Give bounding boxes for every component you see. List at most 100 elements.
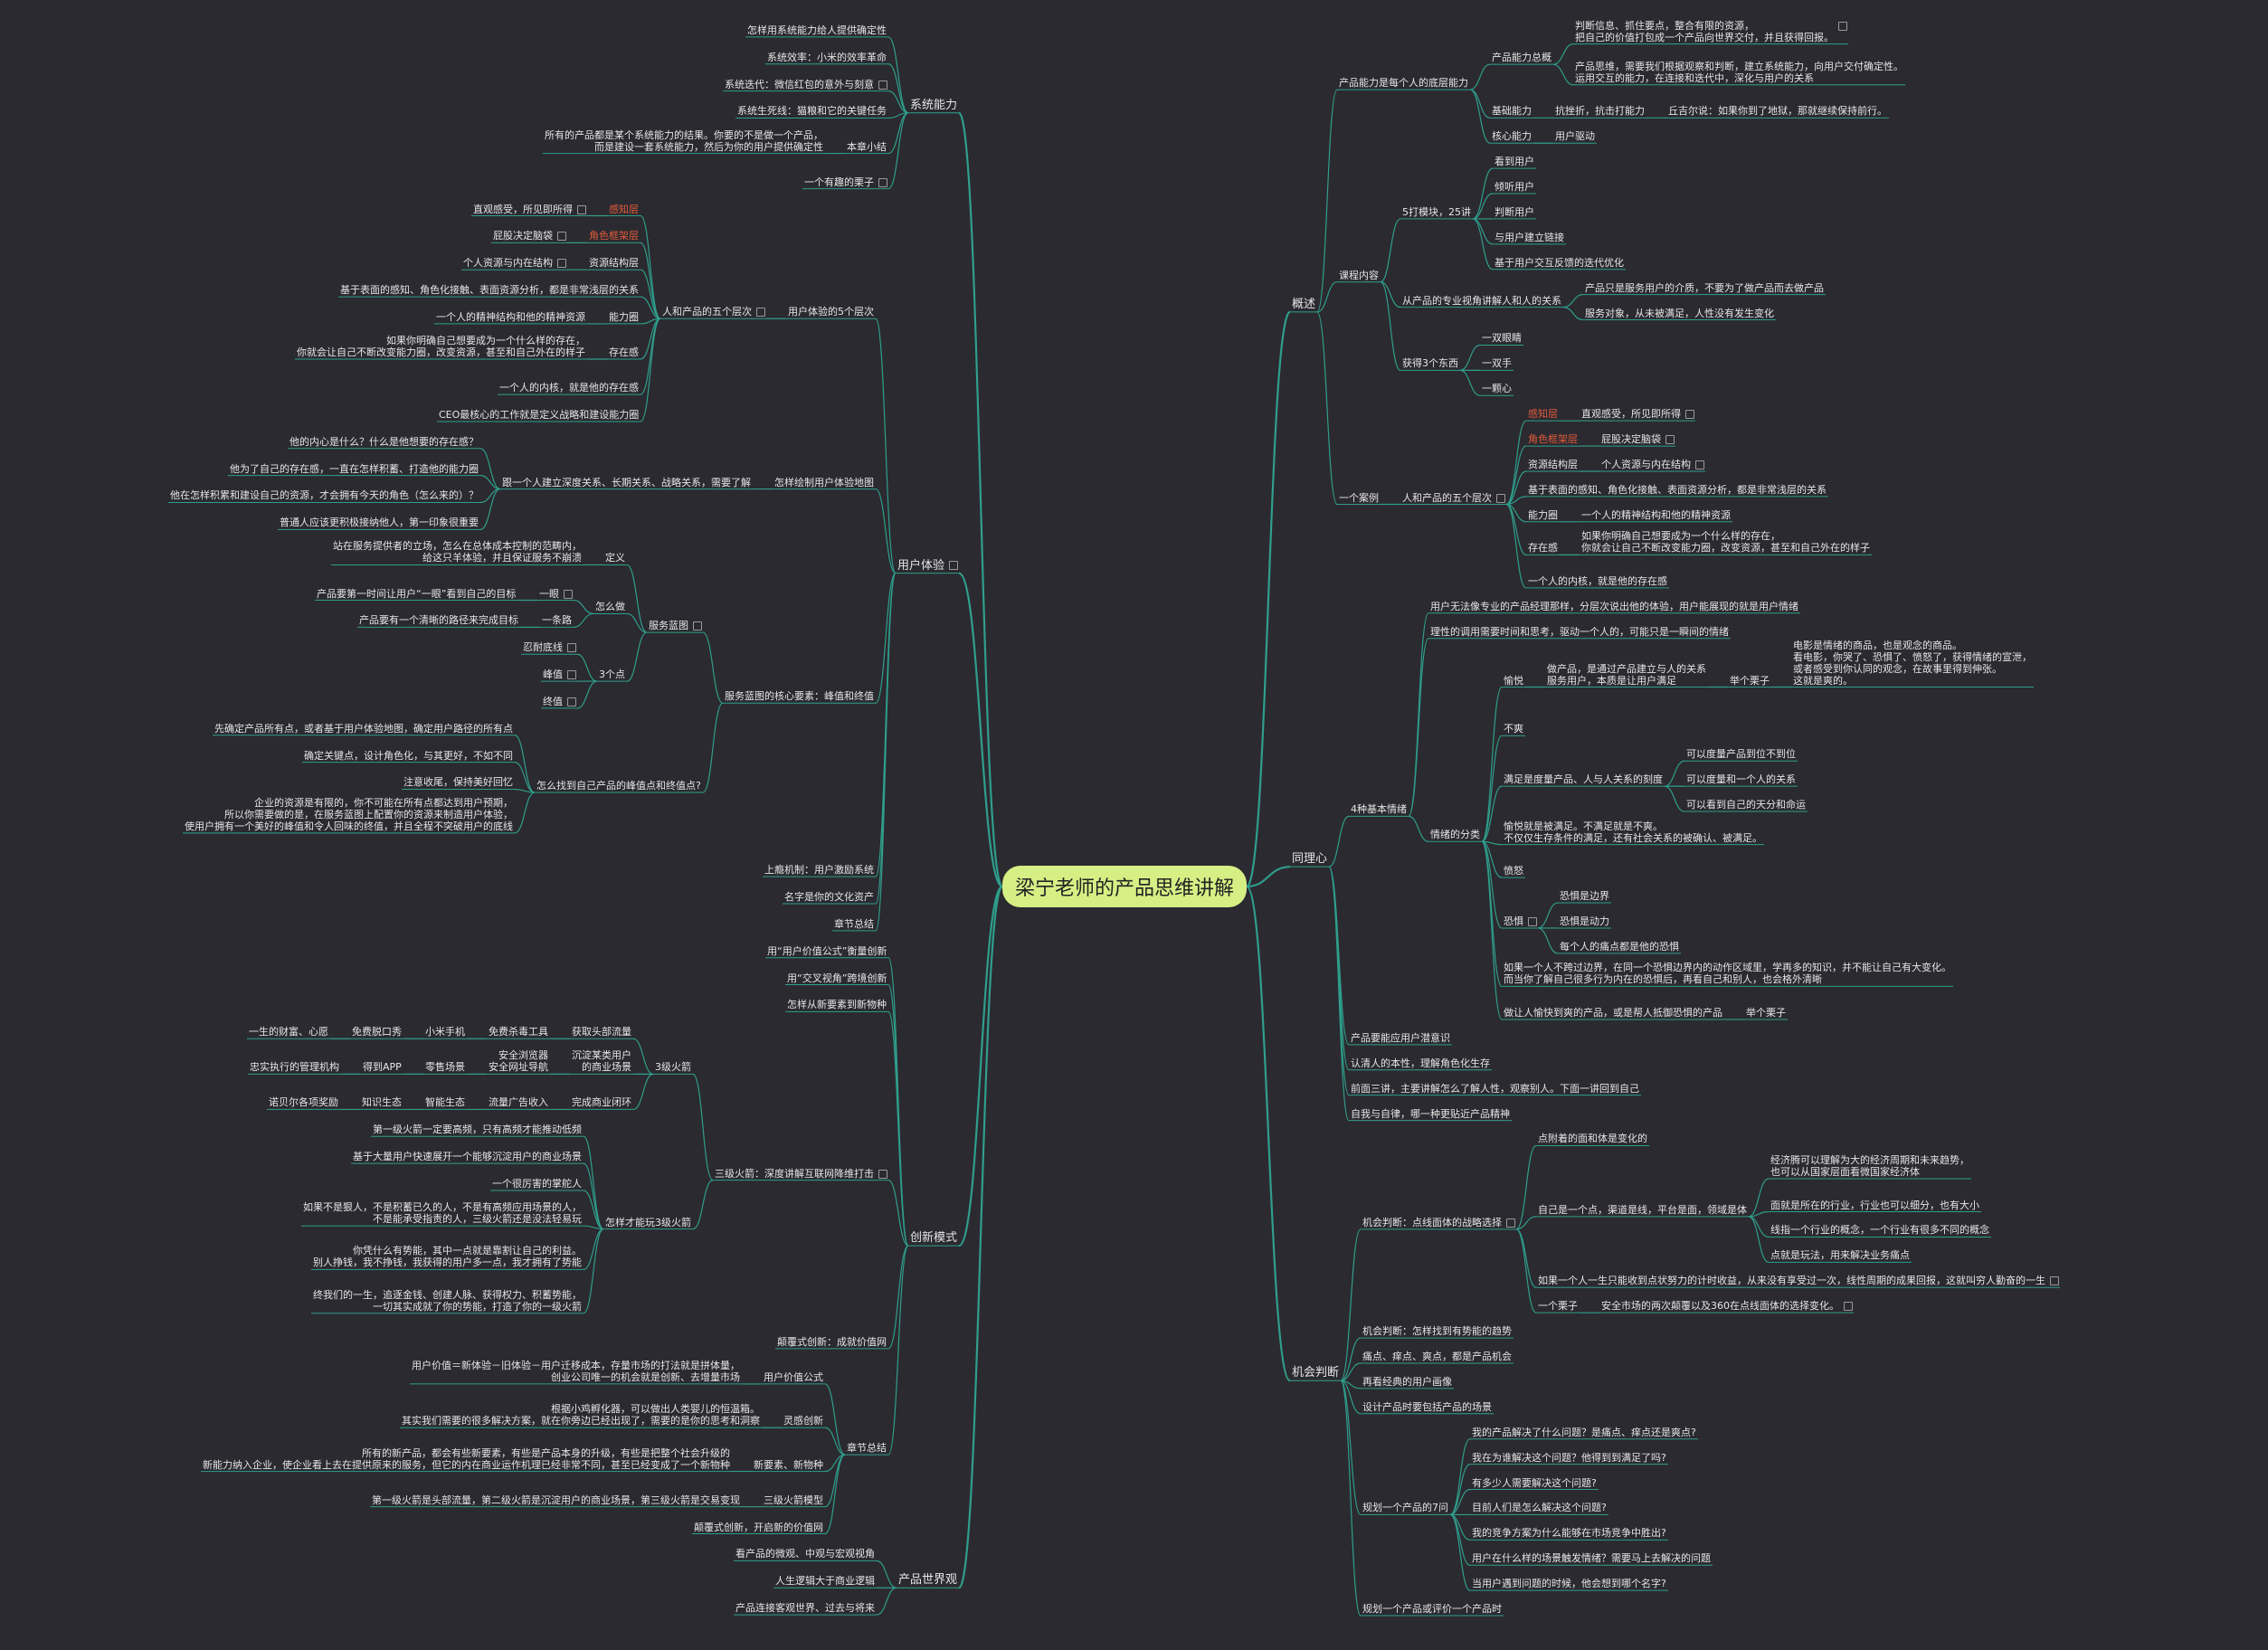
topic-node[interactable]: 资源结构层 — [1528, 458, 1578, 470]
topic-node[interactable]: 基于表面的感知、角色化接触、表面资源分析，都是非常浅层的关系 — [340, 284, 639, 297]
topic-node[interactable]: 用户体验 — [897, 558, 945, 573]
topic-node[interactable]: 三级火箭：深度讲解互联网降维打击 — [715, 1167, 874, 1180]
topic-node[interactable]: 用户驱动 — [1555, 130, 1595, 143]
topic-node[interactable]: 直观感受，所见即所得 — [473, 203, 573, 215]
topic-node[interactable]: 跟一个人建立深度关系、长期关系、战略关系，需要了解 — [502, 476, 751, 488]
topic-node[interactable]: 第一级火箭是头部流量，第二级火箭是沉淀用户的商业场景，第三级火箭是交易变现 — [372, 1494, 740, 1506]
topic-node[interactable]: 一个案例 — [1339, 491, 1379, 504]
topic-node[interactable]: 系统能力 — [910, 98, 958, 112]
topic-node[interactable]: 站在服务提供者的立场，怎么在总体成本控制的范畴内， 给这只羊体验，并且保证服务不… — [333, 540, 582, 564]
topic-node[interactable]: 怎样才能玩3级火箭 — [605, 1216, 691, 1228]
note-icon[interactable] — [567, 643, 576, 653]
topic-node[interactable]: 服务蓝图的核心要素：峰值和终值 — [725, 690, 874, 703]
note-icon[interactable] — [1528, 916, 1537, 926]
topic-node[interactable]: 流量广告收入 — [489, 1096, 548, 1109]
topic-node[interactable]: 痛点、痒点、爽点，都是产品机会 — [1362, 1350, 1512, 1362]
topic-node[interactable]: 终我们的一生，追逐金钱、创建人脉、获得权力、积蓄势能， 一切其实成就了你的势能，… — [313, 1288, 582, 1313]
topic-node[interactable]: 举个栗子 — [1730, 674, 1770, 687]
topic-node[interactable]: 再看经典的用户画像 — [1362, 1375, 1452, 1388]
topic-node[interactable]: 所有的产品都是某个系统能力的结果。你要的不是做一个产品， 而是建设一套系统能力，… — [545, 128, 823, 153]
topic-node[interactable]: 根据小鸡孵化器，可以做出人类婴儿的恒温箱。 其实我们需要的很多解决方案，就在你旁… — [402, 1403, 760, 1427]
topic-node[interactable]: 一个栗子 — [1538, 1300, 1578, 1313]
topic-node[interactable]: 一条路 — [542, 614, 572, 627]
topic-node[interactable]: 灵感创新 — [783, 1415, 823, 1427]
topic-node[interactable]: 免费脱口秀 — [352, 1026, 402, 1038]
note-icon[interactable] — [1496, 493, 1505, 503]
topic-node[interactable]: 创新模式 — [910, 1231, 958, 1246]
note-icon[interactable] — [564, 589, 573, 599]
topic-node[interactable]: 先确定产品所有点，或者基于用户体验地图，确定用户路径的所有点 — [214, 722, 513, 735]
topic-node[interactable]: 确定关键点，设计角色化，与其更好，不如不同 — [304, 749, 513, 762]
topic-node[interactable]: 产品要第一时间让用户“一眼”看到自己的目标 — [317, 587, 517, 600]
topic-node[interactable]: 峰值 — [543, 669, 563, 681]
topic-node[interactable]: 线指一个行业的概念，一个行业有很多不同的概念 — [1770, 1224, 1989, 1237]
topic-node[interactable]: 做让人愉快到爽的产品，或是帮人抵御恐惧的产品 — [1504, 1006, 1722, 1019]
topic-node[interactable]: 恐惧是边界 — [1560, 890, 1609, 903]
topic-node[interactable]: 产品要能应用户潜意识 — [1351, 1031, 1450, 1044]
note-icon[interactable] — [1506, 1218, 1515, 1228]
topic-node[interactable]: 产品能力总概 — [1492, 52, 1552, 64]
topic-node[interactable]: 用户无法像专业的产品经理那样，分层次说出他的体验，用户能展现的就是用户情绪 — [1430, 600, 1798, 612]
topic-node[interactable]: 产品连接客观世界、过去与将来 — [735, 1602, 875, 1615]
topic-node[interactable]: 与用户建立链接 — [1495, 231, 1564, 243]
topic-node[interactable]: 前面三讲，主要讲解怎么了解人性，观察别人。下面一讲回到自己 — [1351, 1082, 1639, 1095]
topic-node[interactable]: 机会判断 — [1292, 1366, 1340, 1380]
topic-node[interactable]: 规划一个产品或评价一个产品时 — [1362, 1603, 1502, 1616]
topic-node[interactable]: 一生的财富、心愿 — [249, 1026, 328, 1038]
topic-node[interactable]: 一个人的精神结构和他的精神资源 — [1581, 508, 1731, 521]
topic-node[interactable]: 我的产品解决了什么问题？是痛点、痒点还是爽点? — [1472, 1426, 1696, 1438]
topic-node[interactable]: 获得3个东西 — [1402, 357, 1458, 370]
topic-node[interactable]: 点附着的面和体是变化的 — [1538, 1133, 1647, 1145]
topic-node[interactable]: 个人资源与内在结构 — [1601, 458, 1691, 470]
note-icon[interactable] — [756, 308, 765, 318]
topic-node[interactable]: 感知层 — [1528, 408, 1558, 421]
topic-node[interactable]: 可以度量和一个人的关系 — [1686, 773, 1796, 786]
topic-node[interactable]: 他在怎样积累和建设自己的资源，才会拥有今天的角色（怎么来的）？ — [170, 489, 479, 502]
topic-node[interactable]: 沉淀某类用户 的商业场景 — [572, 1049, 631, 1074]
topic-node[interactable]: 屁股决定脑袋 — [493, 230, 553, 242]
topic-node[interactable]: 产品要有一个清晰的路径来完成目标 — [359, 614, 518, 627]
topic-node[interactable]: CEO最核心的工作就是定义战略和建设能力圈 — [439, 408, 640, 421]
topic-node[interactable]: 得到APP — [363, 1061, 402, 1074]
topic-node[interactable]: 怎样用系统能力给人提供确定性 — [747, 24, 887, 36]
topic-node[interactable]: 恐惧是动力 — [1560, 915, 1609, 927]
topic-node[interactable]: 所有的新产品，都会有些新要素，有些是产品本身的升级，有些是把整个社会升级的 新能… — [203, 1446, 730, 1471]
topic-node[interactable]: 自我与自律，哪一种更贴近产品精神 — [1351, 1107, 1510, 1120]
topic-node[interactable]: 零售场景 — [425, 1061, 465, 1074]
topic-node[interactable]: 人和产品的五个层次 — [662, 306, 752, 318]
topic-node[interactable]: 小米手机 — [425, 1026, 465, 1038]
topic-node[interactable]: 资源结构层 — [589, 257, 639, 270]
topic-node[interactable]: 理性的调用需要时间和思考，驱动一个人的，可能只是一瞬间的情绪 — [1430, 625, 1729, 638]
topic-node[interactable]: 经济腾可以理解为大的经济周期和未来趋势， 也可以从国家层面看微国家经济体 — [1770, 1154, 1969, 1178]
topic-node[interactable]: 系统效率：小米的效率革命 — [767, 51, 887, 63]
topic-node[interactable]: 课程内容 — [1339, 269, 1379, 281]
note-icon[interactable] — [878, 177, 887, 187]
topic-node[interactable]: 你凭什么有势能，其中一点就是靠割让自己的利益。 别人挣钱，我不挣钱，我获得的用户… — [313, 1245, 582, 1269]
topic-node[interactable]: 直观感受，所见即所得 — [1581, 408, 1681, 421]
topic-node[interactable]: 章节总结 — [834, 917, 874, 930]
topic-node[interactable]: 可以看到自己的天分和命运 — [1686, 799, 1806, 811]
topic-node[interactable]: 面就是所在的行业，行业也可以细分，也有大小 — [1770, 1199, 1979, 1211]
topic-node[interactable]: 基础能力 — [1492, 105, 1532, 118]
topic-node[interactable]: 不爽 — [1504, 723, 1523, 735]
topic-node[interactable]: 企业的资源是有限的，你不可能在所有点都达到用户预期， 所以你需要做的是，在服务蓝… — [185, 796, 513, 832]
topic-node[interactable]: 3级火箭 — [655, 1061, 691, 1074]
topic-node[interactable]: 一眼 — [539, 587, 559, 600]
topic-node[interactable]: 愉悦 — [1504, 674, 1523, 687]
topic-node[interactable]: 情绪的分类 — [1430, 829, 1480, 841]
topic-node[interactable]: 可以度量产品到位不到位 — [1686, 748, 1796, 761]
topic-node[interactable]: 用户体验的5个层次 — [788, 306, 874, 318]
topic-node[interactable]: 知识生态 — [362, 1096, 402, 1109]
topic-node[interactable]: 终值 — [543, 695, 563, 707]
note-icon[interactable] — [1665, 435, 1675, 445]
topic-node[interactable]: 产品世界观 — [898, 1573, 958, 1588]
topic-node[interactable]: 判断信息、抓住要点，整合有限的资源， 把自己的价值打包成一个产品向世界交付，并且… — [1575, 19, 1834, 43]
topic-node[interactable]: 章节总结 — [847, 1442, 887, 1455]
topic-node[interactable]: 定义 — [605, 552, 625, 564]
topic-node[interactable]: 注意收尾，保持美好回忆 — [403, 776, 513, 789]
topic-node[interactable]: 产品能力是每个人的底层能力 — [1339, 77, 1468, 90]
topic-node[interactable]: 丘吉尔说：如果你到了地狱，那就继续保持前行。 — [1668, 105, 1887, 118]
topic-node[interactable]: 角色框架层 — [1528, 433, 1578, 446]
note-icon[interactable] — [1695, 460, 1704, 469]
topic-node[interactable]: 抗挫折，抗击打能力 — [1555, 105, 1645, 118]
